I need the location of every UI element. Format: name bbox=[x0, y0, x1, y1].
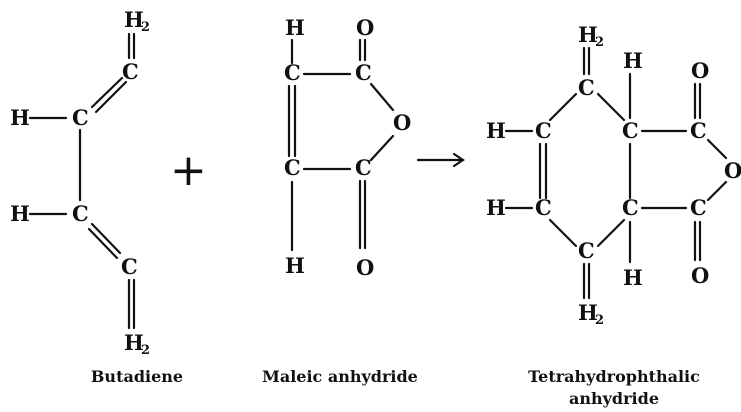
butadiene-caption: Butadiene bbox=[91, 367, 183, 386]
butadiene-h-lower: H bbox=[10, 201, 30, 226]
maleic-cc: C bbox=[355, 60, 372, 85]
thpa-o-bottom: O bbox=[691, 263, 709, 288]
butadiene-c1: C bbox=[122, 59, 139, 84]
butadiene-h2-bottom: H bbox=[124, 330, 144, 355]
butadiene-c2: C bbox=[72, 105, 89, 130]
thpa-c8: C bbox=[690, 195, 707, 220]
bond-single bbox=[596, 92, 626, 122]
bond-double bbox=[94, 80, 128, 114]
arrow-head bbox=[452, 152, 465, 168]
thpa-c4: C bbox=[578, 238, 595, 263]
bond-single bbox=[369, 134, 395, 162]
butadiene-h2-top: H bbox=[124, 7, 144, 32]
maleic-o-top: O bbox=[356, 15, 374, 40]
maleic-anhydride-structure: H C C O O C C O H bbox=[284, 15, 411, 280]
thpa-c2: C bbox=[535, 118, 552, 143]
maleic-cb: C bbox=[284, 155, 301, 180]
bond-single bbox=[548, 92, 578, 122]
thpa-o-ring: O bbox=[724, 158, 741, 183]
thpa-c5: C bbox=[622, 195, 639, 220]
maleic-o-bottom: O bbox=[356, 255, 374, 280]
maleic-o-ring: O bbox=[393, 110, 411, 135]
thpa-h2-top: H bbox=[578, 22, 598, 47]
bond-double bbox=[87, 227, 119, 260]
bond-single bbox=[706, 138, 728, 160]
thpa-h2-bottom-subscript: 2 bbox=[595, 313, 604, 328]
maleic-cd: C bbox=[355, 155, 372, 180]
thpa-o-top: O bbox=[691, 58, 709, 83]
butadiene-structure: H 2 C H C H C C H 2 bbox=[10, 7, 150, 358]
tetrahydrophthalic-anhydride-structure: H 2 C H C H C C H 2 C C H bbox=[486, 22, 741, 328]
thpa-c7: C bbox=[690, 118, 707, 143]
thpa-caption-line1: Tetrahydrophthalic bbox=[528, 367, 700, 386]
thpa-h-bottom: H bbox=[623, 265, 643, 290]
maleic-h-bottom: H bbox=[285, 253, 305, 278]
thpa-h-left-lower: H bbox=[486, 195, 506, 220]
plus-sign: + bbox=[170, 145, 207, 196]
butadiene-h2-bottom-subscript: 2 bbox=[141, 343, 150, 358]
butadiene-c4: C bbox=[121, 254, 138, 279]
bond-single bbox=[548, 218, 578, 248]
thpa-h-top: H bbox=[623, 48, 643, 73]
bond-single bbox=[369, 82, 395, 112]
bond-single bbox=[706, 180, 728, 202]
thpa-h2-top-subscript: 2 bbox=[595, 35, 604, 50]
butadiene-h2-top-subscript: 2 bbox=[141, 20, 150, 35]
thpa-c1: C bbox=[578, 75, 595, 100]
thpa-caption-line2: anhydride bbox=[569, 389, 659, 408]
butadiene-c3: C bbox=[72, 201, 89, 226]
thpa-h-left-upper: H bbox=[486, 118, 506, 143]
thpa-c6: C bbox=[622, 118, 639, 143]
thpa-c3: C bbox=[535, 195, 552, 220]
thpa-h2-bottom: H bbox=[578, 300, 598, 325]
bond-single bbox=[90, 76, 124, 109]
butadiene-h-upper: H bbox=[10, 105, 30, 130]
maleic-ca: C bbox=[284, 60, 301, 85]
maleic-anhydride-caption: Maleic anhydride bbox=[262, 367, 418, 386]
reaction-arrow: → bbox=[416, 152, 465, 168]
maleic-h-top: H bbox=[285, 15, 305, 40]
bond-single bbox=[596, 218, 626, 248]
bond-double bbox=[90, 222, 122, 255]
